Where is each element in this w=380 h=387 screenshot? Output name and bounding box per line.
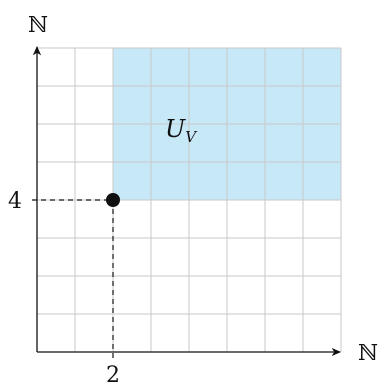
grid — [37, 47, 342, 352]
point-marker — [106, 193, 120, 207]
region-label-main: U — [165, 115, 186, 143]
region-label-sub: V — [185, 128, 198, 146]
x-axis-label: ℕ — [358, 341, 378, 366]
x-tick-label: 2 — [106, 363, 120, 387]
region-label: UV — [165, 115, 198, 146]
y-tick-label: 4 — [8, 189, 22, 214]
y-axis-label: ℕ — [28, 13, 48, 38]
